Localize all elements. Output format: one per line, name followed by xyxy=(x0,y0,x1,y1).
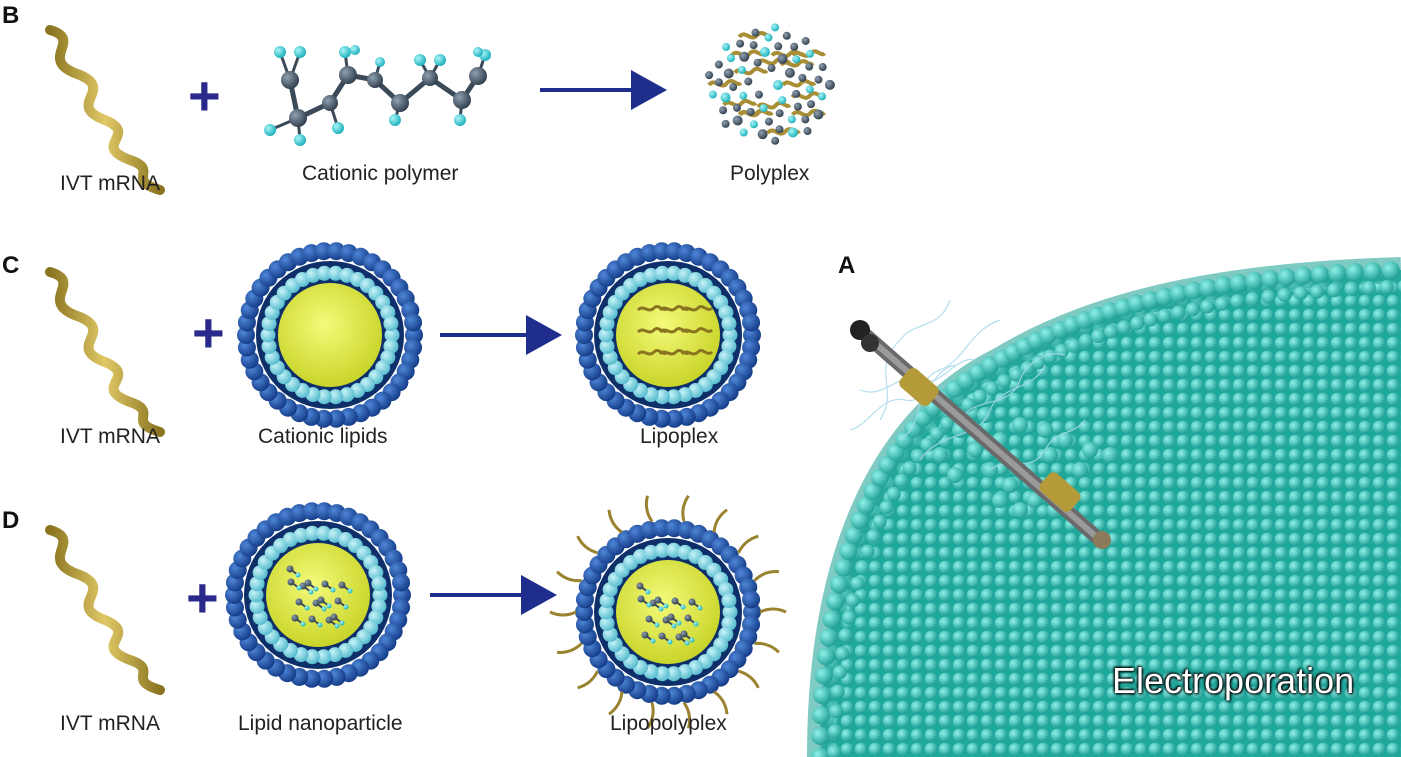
panel-label-b: B xyxy=(2,2,20,29)
cationic-polymer xyxy=(264,45,491,146)
plus-sign-c: + xyxy=(192,301,225,364)
plus-sign-d: + xyxy=(186,566,219,629)
polyplex xyxy=(705,23,835,145)
plus-sign-b: + xyxy=(188,64,221,127)
panel-label-d: D xyxy=(2,507,20,534)
label-d-lipopolyplex: Lipopolyplex xyxy=(610,712,727,735)
label-electroporation: Electroporation xyxy=(1112,660,1355,701)
electrode-rod xyxy=(850,320,1111,549)
lipopolyplex xyxy=(549,494,787,730)
mrna-helix-d xyxy=(45,525,165,695)
label-c-mrna: IVT mRNA xyxy=(60,425,160,448)
lipoplex xyxy=(575,242,761,428)
label-b-polymer: Cationic polymer xyxy=(302,162,459,185)
mrna-helix-b xyxy=(45,25,165,195)
cationic-lipids-liposome xyxy=(237,242,423,428)
label-c-lipids: Cationic lipids xyxy=(258,425,388,448)
mrna-helix-c xyxy=(45,267,165,437)
panel-label-a: A xyxy=(838,252,856,279)
label-b-polyplex: Polyplex xyxy=(730,162,810,185)
label-d-mrna: IVT mRNA xyxy=(60,712,160,735)
label-c-lipoplex: Lipoplex xyxy=(640,425,719,448)
cell-membrane-illustration xyxy=(807,257,1401,757)
panel-label-c: C xyxy=(2,252,20,279)
lipid-nanoparticle xyxy=(225,502,411,688)
label-b-mrna: IVT mRNA xyxy=(60,172,160,195)
label-d-lnp: Lipid nanoparticle xyxy=(238,712,403,735)
